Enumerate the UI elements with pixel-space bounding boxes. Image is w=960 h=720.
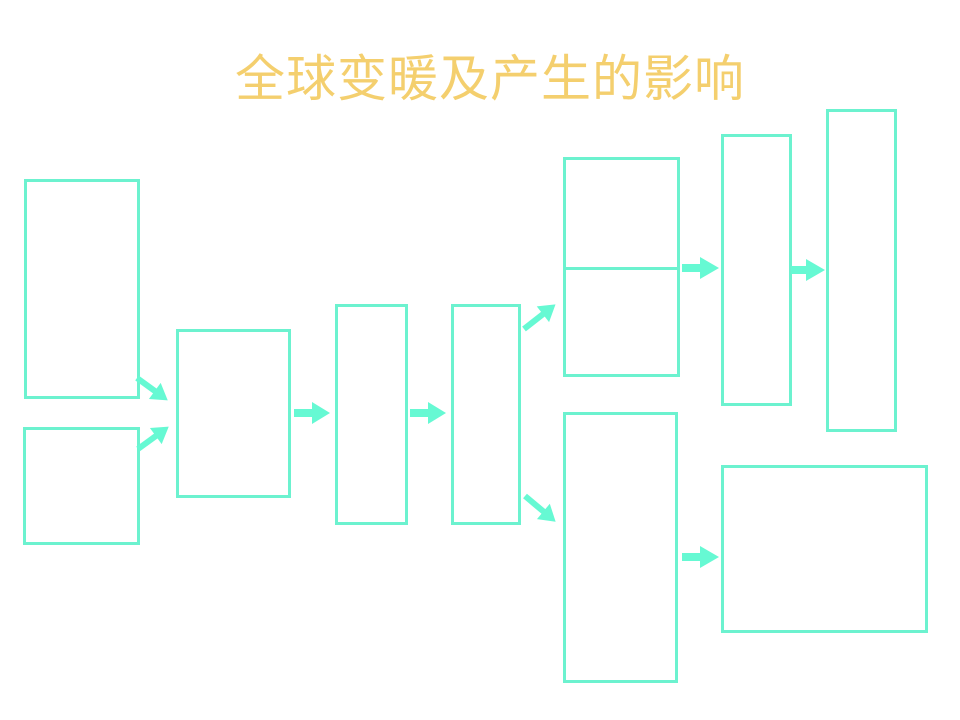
lower-branch-box: [563, 412, 678, 683]
arrow-top-to-merge: [135, 375, 168, 401]
arrow-to-lower-branch: [523, 493, 556, 522]
lower-effect-box: [721, 465, 928, 633]
arrow-to-upper-branch: [522, 304, 556, 332]
slide-title: 全球变暖及产生的影响: [235, 50, 745, 108]
chain-box-2: [451, 304, 521, 525]
cause-box-top: [24, 179, 140, 399]
arrow-chain1-to-chain2: [410, 402, 446, 424]
upper-effect-box-2: [826, 109, 897, 432]
upper-effect-box-1: [721, 134, 792, 406]
arrow-upper-to-effect1: [682, 257, 719, 279]
merge-box: [176, 329, 291, 498]
arrow-bottom-to-merge: [136, 426, 169, 452]
arrow-lower-to-effect: [682, 546, 719, 568]
arrow-merge-to-chain1: [294, 402, 330, 424]
upper-branch-divider: [563, 267, 680, 270]
arrow-effect1-to-effect2: [791, 259, 825, 281]
cause-box-bottom: [23, 427, 140, 545]
chain-box-1: [335, 304, 408, 525]
